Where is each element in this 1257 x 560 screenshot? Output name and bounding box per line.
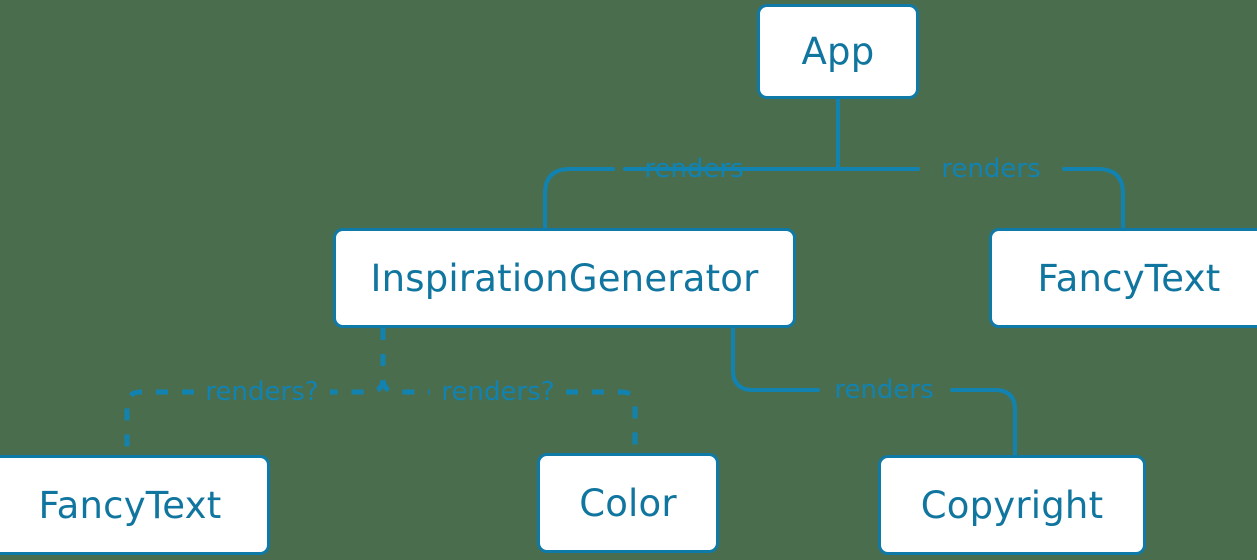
node-app-label: App [801, 30, 875, 73]
edge-label-inspirationgenerator-fancytext-bottom: renders? [205, 377, 319, 407]
edge-inspirationgenerator-to-color-tail [566, 389, 638, 453]
edge-label-inspirationgenerator-color: renders? [441, 377, 555, 407]
edge-app-to-inspirationgenerator-tail [543, 167, 615, 230]
node-inspirationgenerator[interactable]: InspirationGenerator [333, 228, 796, 328]
edge-app-to-fancytext-top-tail [1062, 167, 1125, 230]
edge-label-app-inspirationgenerator: renders [644, 154, 744, 184]
node-inspirationgenerator-label: InspirationGenerator [370, 256, 759, 300]
edge-label-app-fancytext-top: renders [941, 154, 1041, 184]
node-color[interactable]: Color [537, 453, 719, 553]
node-fancytext-bottom-label: FancyText [38, 483, 222, 527]
node-app[interactable]: App [757, 4, 919, 99]
node-fancytext-top-label: FancyText [1037, 256, 1221, 300]
node-fancytext-top[interactable]: FancyText [989, 228, 1257, 328]
node-color-label: Color [579, 481, 677, 525]
edge-label-inspirationgenerator-copyright: renders [834, 375, 934, 405]
edge-inspirationgenerator-to-copyright-tail [950, 388, 1017, 457]
edge-inspirationgenerator-to-copyright [731, 326, 820, 392]
edge-inspirationgenerator-to-color [380, 328, 430, 395]
node-copyright[interactable]: Copyright [878, 455, 1146, 555]
node-fancytext-bottom[interactable]: FancyText [0, 455, 270, 555]
node-copyright-label: Copyright [920, 483, 1104, 527]
edge-inspirationgenerator-to-fancytext-bottom-tail [124, 389, 194, 455]
edge-inspirationgenerator-to-fancytext-bottom [330, 328, 386, 395]
edge-app-to-fancytext-top [836, 97, 920, 171]
